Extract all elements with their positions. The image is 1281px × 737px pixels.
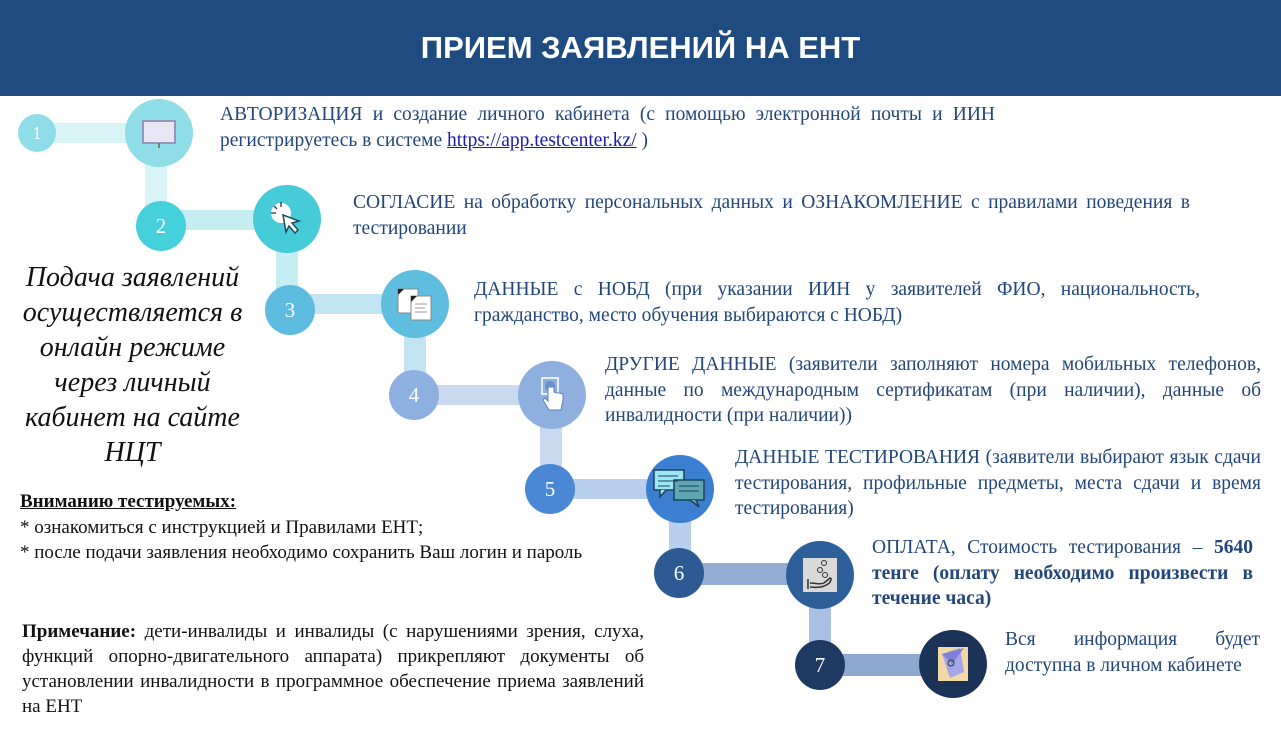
step-number-2: 2 [136,201,186,251]
step-text-7: Вся информация будет доступна в личном к… [1005,629,1260,676]
attention-item: * ознакомиться с инструкцией и Правилами… [20,516,424,538]
email-icon [938,647,968,681]
price-text: 5640 тенге (оплату необходимо произвести… [872,537,1253,609]
step-6-text: ОПЛАТА, Стоимость тестирования – [872,537,1214,558]
step-text-4: ДРУГИЕ ДАННЫЕ (заявители заполняют номер… [605,354,1261,426]
step-icon-circle-4 [518,361,586,429]
step-icon-circle-3 [381,270,449,338]
hand-touch-icon [541,377,564,411]
step-1-text: АВТОРИЗАЦИЯ и создание личного кабинета … [220,104,995,151]
cursor-click-icon [271,202,302,235]
step-number-4: 4 [389,370,439,420]
attention-title: Вниманию тестируемых: [20,491,237,512]
step-icon-circle-5 [646,455,714,523]
attention-block: Вниманию тестируемых: * ознакомиться с и… [20,489,642,566]
step-1-tail: ) [636,129,648,151]
header: ПРИЕМ ЗАЯВЛЕНИЙ НА ЕНТ [0,0,1281,96]
step-icon-circle-1 [125,99,193,167]
coins-hand-icon [803,558,837,592]
step-text-1: АВТОРИЗАЦИЯ и создание личного кабинета … [220,102,995,153]
step-text-6: ОПЛАТА, Стоимость тестирования – 5640 те… [872,535,1253,612]
monitor-icon [142,120,176,148]
step-number-7: 7 [795,640,845,690]
remark-label: Примечание: [22,621,137,642]
step-number-6: 6 [654,548,704,598]
step-text-3: ДАННЫЕ с НОБД (при указании ИИН у заявит… [474,279,1200,326]
step-number-5: 5 [525,464,575,514]
attention-item: * после подачи заявления необходимо сохр… [20,542,583,563]
remark-text: дети-инвалиды и инвалиды (с нарушениями … [22,621,644,717]
testcenter-link[interactable]: https://app.testcenter.kz/ [447,129,637,151]
step-text-5: ДАННЫЕ ТЕСТИРОВАНИЯ (заявители выбирают … [735,447,1261,519]
step-number-3: 3 [265,285,315,335]
chat-bubbles-icon [653,469,705,508]
step-text-2: СОГЛАСИЕ на обработку персональных данны… [353,192,1190,239]
documents-icon [397,288,432,321]
connector [414,385,552,405]
remark-block: Примечание: дети-инвалиды и инвалиды (с … [22,619,644,719]
step-number-1: 1 [18,114,56,152]
connector [679,563,820,585]
step-icon-circle-2 [253,185,321,253]
online-submission-note: Подача заявлений осуществляется в онлайн… [22,262,243,468]
step-icon-circle-7 [919,630,987,698]
page-title: ПРИЕМ ЗАЯВЛЕНИЙ НА ЕНТ [420,30,861,65]
step-icon-circle-6 [786,541,854,609]
